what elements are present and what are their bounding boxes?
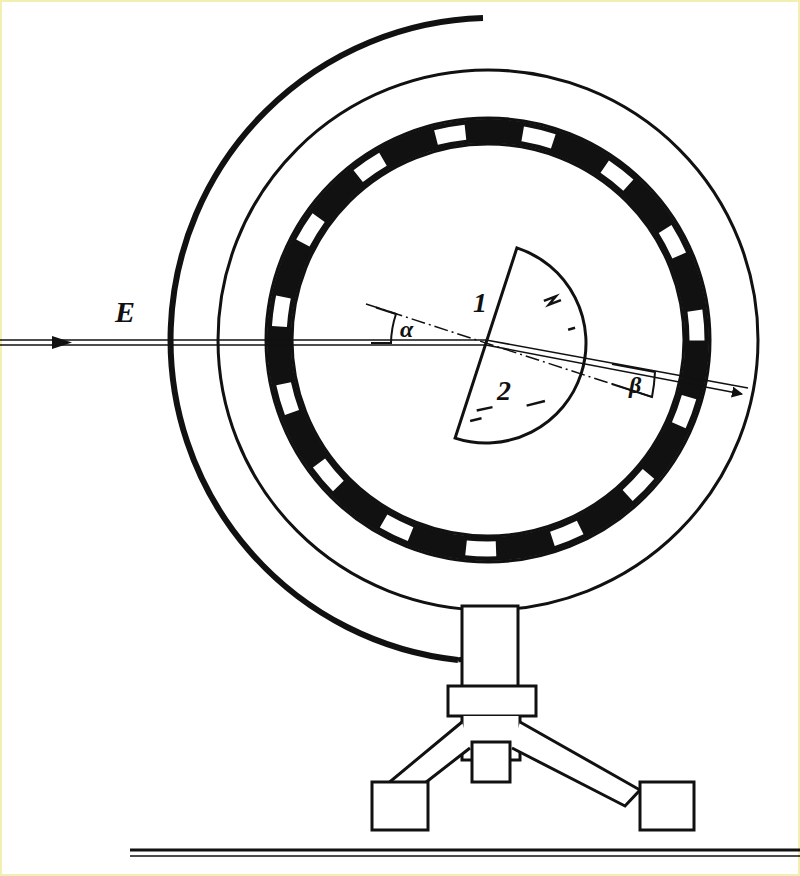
ray-label: E <box>112 296 138 328</box>
medium-number: 1 <box>470 288 490 318</box>
medium-number: 2 <box>494 376 514 406</box>
angle-label: β <box>626 372 644 398</box>
angle-label: α <box>397 316 416 342</box>
